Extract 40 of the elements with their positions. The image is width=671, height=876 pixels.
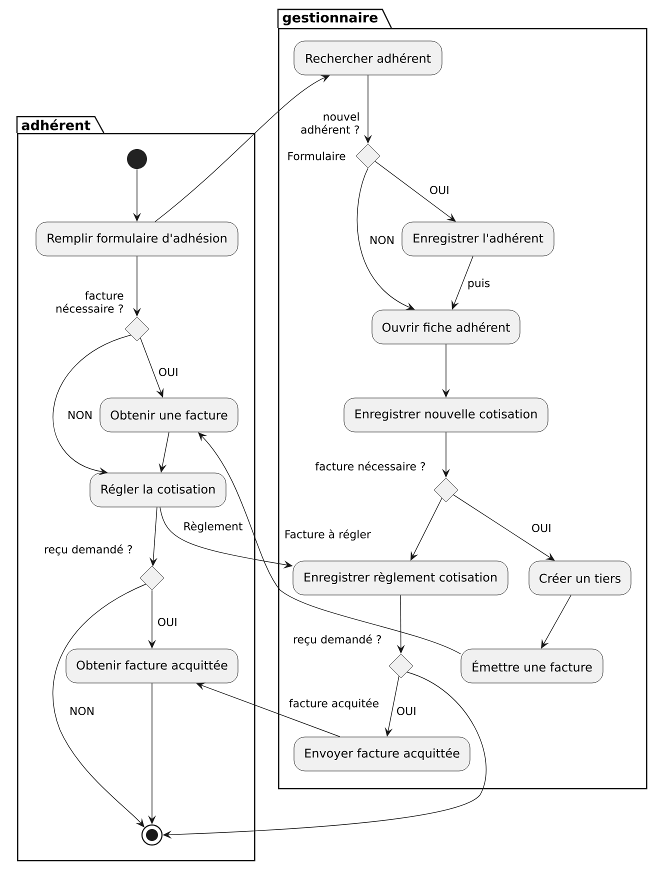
arrow [196, 682, 340, 738]
action-box: Enregistrer règlement cotisation [292, 560, 508, 596]
action-box: Envoyer facture acquittée [294, 736, 470, 772]
edge-label: OUI [395, 706, 418, 716]
edge-label: OUI [428, 184, 451, 196]
start-circle [127, 149, 147, 169]
edge-label: Règlement [182, 520, 244, 534]
condition-label: nouvel adhérent ? [301, 112, 360, 134]
node-label: adhérent [22, 119, 90, 130]
arrow [52, 584, 146, 828]
action-box: Régler la cotisation [90, 472, 226, 508]
edge-label: puis [466, 277, 492, 291]
edge-label: OUI [156, 616, 179, 628]
edge-label: NON [68, 706, 96, 716]
action-box: Ouvrir fiche adhérent [372, 310, 520, 344]
action-box: Créer un tiers [528, 560, 632, 596]
edge-label: Facture à régler [283, 528, 372, 542]
action-box: Rechercher adhérent [294, 40, 442, 76]
edge-label: facture acquitée [288, 697, 380, 711]
edge-label: OUI [530, 522, 553, 534]
edge-label: OUI [157, 366, 180, 378]
action-box: Enregistrer l'adhérent [402, 222, 554, 256]
action-box: Obtenir facture acquittée [66, 648, 238, 684]
condition-label: reçu demandé ? [294, 634, 382, 646]
edge-label: NON [66, 410, 94, 420]
condition-label: Formulaire [288, 152, 346, 160]
action-box: Remplir formulaire d'adhésion [36, 222, 238, 256]
arrow [356, 168, 415, 310]
condition-label: reçu demandé ? [44, 544, 132, 556]
action-box: Obtenir une facture [100, 398, 238, 432]
condition-label: facture nécessaire ? [315, 462, 426, 470]
arrow [154, 75, 330, 222]
edge-label: NON [368, 234, 396, 246]
arrow [374, 160, 456, 222]
node-label: gestionnaire [282, 12, 378, 26]
action-box: Enregistrer nouvelle cotisation [344, 398, 548, 432]
condition-label: facture nécessaire ? [56, 291, 124, 313]
end-circle [141, 824, 163, 846]
arrow [453, 494, 555, 561]
action-box: Émettre une facture [460, 648, 604, 684]
